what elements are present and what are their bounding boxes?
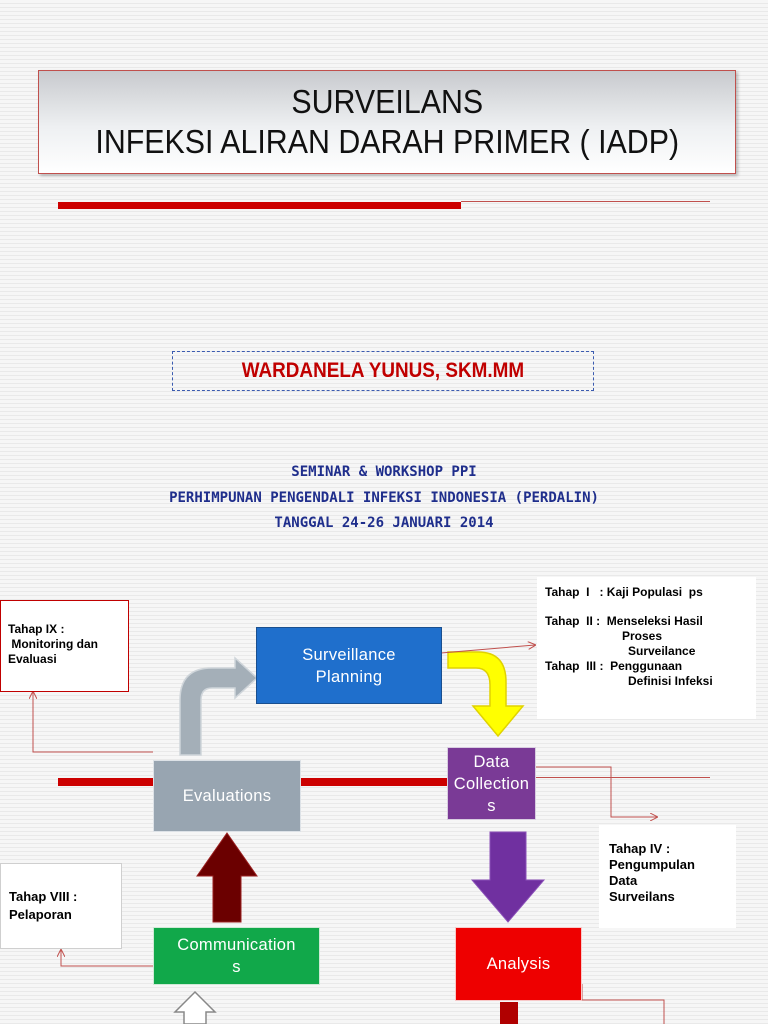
tahap-i-iii-note: Tahap I : Kaji Populasi ps Tahap II : Me… <box>537 577 756 719</box>
connector-planning-to-tahap-i <box>440 645 535 654</box>
seminar-date: TANGGAL 24-26 JANUARI 2014 <box>274 515 494 531</box>
tahap-ix-line-1: Tahap IX : <box>8 622 65 636</box>
title-box: SURVEILANS INFEKSI ALIRAN DARAH PRIMER (… <box>38 70 736 174</box>
author-name: WARDANELA YUNUS, SKM.MM <box>241 359 525 382</box>
arrow-analysis-stub <box>500 1002 518 1024</box>
tahap-ix-note: Tahap IX : Monitoring dan Evaluasi <box>0 600 129 692</box>
data-collections-node: Data Collection s <box>447 747 536 820</box>
evaluations-node: Evaluations <box>153 760 301 832</box>
tahap-ii-line-3: Surveilance <box>628 644 696 658</box>
surveillance-planning-node: Surveillance Planning <box>256 627 442 704</box>
bent-arrow-planning-to-data <box>447 651 525 738</box>
analysis-label: Analysis <box>486 955 551 973</box>
tahap-iv-line-3: Data <box>609 873 638 888</box>
tahap-ii-line-2: Proses <box>622 629 663 643</box>
connector-communications-to-tahap-viii <box>61 950 153 967</box>
surveillance-planning-line-1: Surveillance <box>302 645 396 664</box>
tahap-iv-note: Tahap IV : Pengumpulan Data Surveilans <box>599 825 736 928</box>
communications-node: Communication s <box>153 927 320 985</box>
red-accent-bar-top <box>58 202 461 209</box>
title-line-2: INFEKSI ALIRAN DARAH PRIMER ( IADP) <box>95 123 679 160</box>
tahap-iv-line-1: Tahap IV : <box>609 841 671 856</box>
arrow-communications-to-evaluations <box>196 832 258 923</box>
tahap-viii-note: Tahap VIII : Pelaporan <box>0 863 122 949</box>
tahap-i-line: Tahap I : Kaji Populasi ps <box>545 585 703 599</box>
tahap-iv-line-4: Surveilans <box>609 889 675 904</box>
thin-rule-top <box>461 201 710 202</box>
tahap-ii-line: Tahap II : Menseleksi Hasil <box>545 614 703 628</box>
communications-line-2: s <box>232 958 241 976</box>
data-collections-line-3: s <box>487 796 496 815</box>
seminar-title: SEMINAR & WORKSHOP PPI <box>291 464 477 480</box>
bent-arrow-evaluations-to-planning <box>179 656 259 756</box>
connector-data-to-tahap-iv <box>535 766 657 817</box>
connector-evaluations-to-tahap-ix <box>33 692 153 753</box>
tahap-viii-line-2: Pelaporan <box>9 907 72 922</box>
tahap-iv-line-2: Pengumpulan <box>609 857 695 872</box>
communications-line-1: Communication <box>177 936 296 954</box>
tahap-ix-line-2: Monitoring dan <box>8 637 98 651</box>
analysis-node: Analysis <box>455 927 582 1001</box>
surveillance-planning-line-2: Planning <box>315 667 383 686</box>
arrow-bottom-white <box>173 990 217 1024</box>
data-collections-line-1: Data <box>473 752 510 771</box>
data-collections-line-2: Collection <box>453 774 530 793</box>
arrow-data-to-analysis <box>470 831 546 923</box>
tahap-ix-line-3: Evaluasi <box>8 652 57 666</box>
title-line-1: SURVEILANS <box>291 83 483 120</box>
tahap-viii-line-1: Tahap VIII : <box>9 889 78 904</box>
tahap-iii-line-2: Definisi Infeksi <box>628 674 713 688</box>
connector-analysis-right <box>581 984 665 1024</box>
thin-rule-diagram <box>535 777 710 778</box>
seminar-organization: PERHIMPUNAN PENGENDALI INFEKSI INDONESIA… <box>169 490 599 506</box>
evaluations-label: Evaluations <box>182 787 272 805</box>
tahap-iii-line: Tahap III : Penggunaan <box>545 659 683 673</box>
author-box: WARDANELA YUNUS, SKM.MM <box>172 351 594 391</box>
